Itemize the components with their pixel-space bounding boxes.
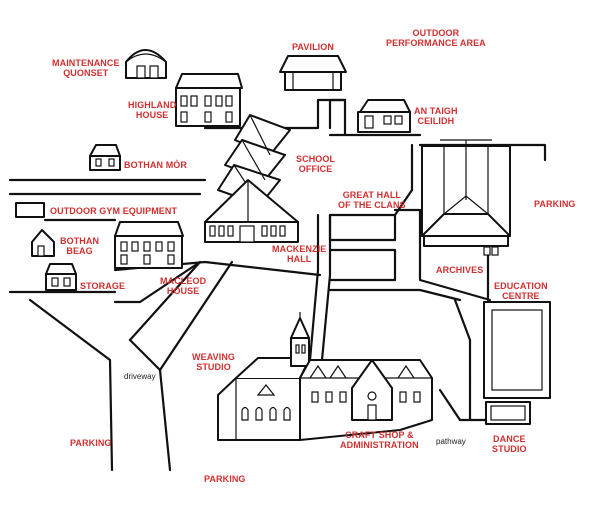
driveway-left [28, 298, 114, 472]
outdoor-gym-equipment[interactable] [15, 202, 45, 218]
label-parking-east: PARKING [534, 199, 576, 209]
macleod-house-building[interactable] [114, 221, 184, 269]
road-driveway-join-2 [158, 260, 234, 372]
road-gh-cross-3 [328, 288, 462, 302]
label-dance-studio: DANCE STUDIO [492, 434, 527, 454]
label-weaving-studio: WEAVING STUDIO [192, 352, 236, 372]
label-parking-west: PARKING [70, 438, 112, 448]
label-craft-shop-administration: CRAFT SHOP & ADMINISTRATION [340, 430, 419, 450]
road-gh-right [393, 208, 492, 302]
label-archives: ARCHIVES [436, 265, 484, 275]
label-storage: STORAGE [80, 281, 126, 291]
road-central-v2 [320, 213, 332, 362]
pathway-2 [453, 298, 472, 382]
label-driveway: driveway [124, 372, 156, 381]
driveway-right [128, 338, 172, 472]
mackenzie-hall-building[interactable] [204, 179, 299, 243]
label-education-centre: EDUCATION CENTRE [494, 281, 548, 301]
road-macleod-2 [113, 260, 202, 304]
label-great-hall: GREAT HALL OF THE CLANS [338, 190, 406, 210]
label-school-office: SCHOOL OFFICE [296, 154, 336, 174]
label-outdoor-performance-area: OUTDOOR PERFORMANCE AREA [386, 28, 486, 48]
an-taigh-ceilidh-building[interactable] [357, 99, 411, 133]
road-gh-left-v [393, 143, 414, 217]
label-macleod-house: MACLEOD HOUSE [160, 276, 207, 296]
weaving-studio-building[interactable] [217, 312, 311, 441]
pathway-1 [438, 378, 472, 422]
dance-studio-building[interactable] [485, 401, 531, 425]
label-outdoor-gym-equipment: OUTDOOR GYM EQUIPMENT [50, 206, 178, 216]
label-pathway: pathway [436, 437, 466, 446]
roads [8, 98, 547, 472]
road-gh-cross-1 [328, 213, 397, 242]
maintenance-quonset-building[interactable] [125, 49, 167, 79]
label-maintenance-quonset: MAINTENANCE QUONSET [52, 58, 120, 78]
great-hall-building[interactable] [421, 139, 511, 256]
pavilion-building[interactable] [279, 55, 347, 91]
road-upper-h2 [328, 98, 347, 130]
bothan-mor-building[interactable] [89, 144, 121, 171]
label-parking-south: PARKING [204, 474, 246, 484]
label-highland-house: HIGHLAND HOUSE [128, 100, 177, 120]
label-bothan-beag: BOTHAN BEAG [60, 236, 100, 256]
label-an-taigh-ceilidh: AN TAIGH CEILIDH [414, 106, 458, 126]
highland-house-building[interactable] [175, 73, 243, 127]
road-central-v1 [308, 213, 320, 362]
road-gh-cross-2 [328, 248, 397, 282]
storage-building[interactable] [45, 263, 77, 291]
label-pavilion: PAVILION [292, 42, 334, 52]
craft-shop-building[interactable] [299, 359, 433, 441]
road-driveway-join [128, 260, 202, 342]
label-mackenzie-hall: MACKENZIE HALL [272, 244, 327, 264]
education-centre-building[interactable] [483, 301, 551, 399]
label-bothan-mor: BOTHAN MÒR [124, 160, 187, 170]
bothan-beag-building[interactable] [31, 229, 55, 257]
